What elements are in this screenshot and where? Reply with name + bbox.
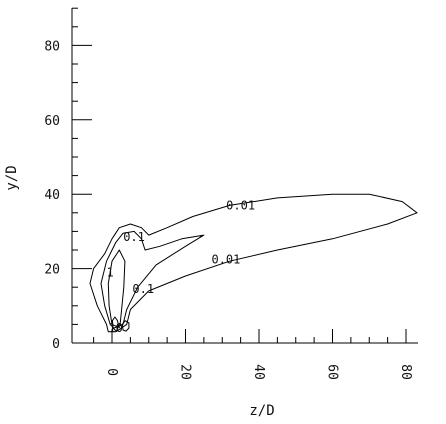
contour-line-0p1 bbox=[100, 230, 205, 329]
x-tick-label: 80 bbox=[398, 364, 413, 380]
x-tick-label: 40 bbox=[251, 364, 266, 380]
y-tick-label: 60 bbox=[44, 114, 60, 129]
y-tick-label: 40 bbox=[44, 188, 60, 203]
contour-label: 1 bbox=[107, 265, 114, 279]
y-tick-label: 80 bbox=[44, 39, 60, 54]
y-tick-label: 0 bbox=[52, 337, 60, 352]
contour-label: 10 bbox=[108, 321, 122, 335]
contour-line-10 bbox=[111, 316, 120, 332]
axes: 0 20 40 60 80 0 20 40 60 80 bbox=[44, 7, 418, 380]
y-axis-title: y/D bbox=[4, 165, 20, 190]
contour-labels: 0.01 0.01 0.1 0.1 1 10 bbox=[107, 198, 256, 335]
y-tick-label: 20 bbox=[44, 263, 60, 278]
contour-line-0p01 bbox=[89, 193, 418, 333]
x-tick-label: 0 bbox=[104, 368, 119, 376]
contour-label: 0.01 bbox=[211, 252, 240, 266]
x-tick-label: 60 bbox=[325, 364, 340, 380]
contour-label: 0.1 bbox=[123, 230, 145, 244]
contours bbox=[89, 193, 418, 333]
contour-label: 0.01 bbox=[226, 198, 255, 212]
x-tick-label: 20 bbox=[178, 364, 193, 380]
contour-label: 0.1 bbox=[132, 282, 154, 296]
contour-line-1 bbox=[107, 249, 126, 327]
contour-line-inner bbox=[121, 320, 130, 332]
x-axis-title: z/D bbox=[249, 403, 274, 419]
